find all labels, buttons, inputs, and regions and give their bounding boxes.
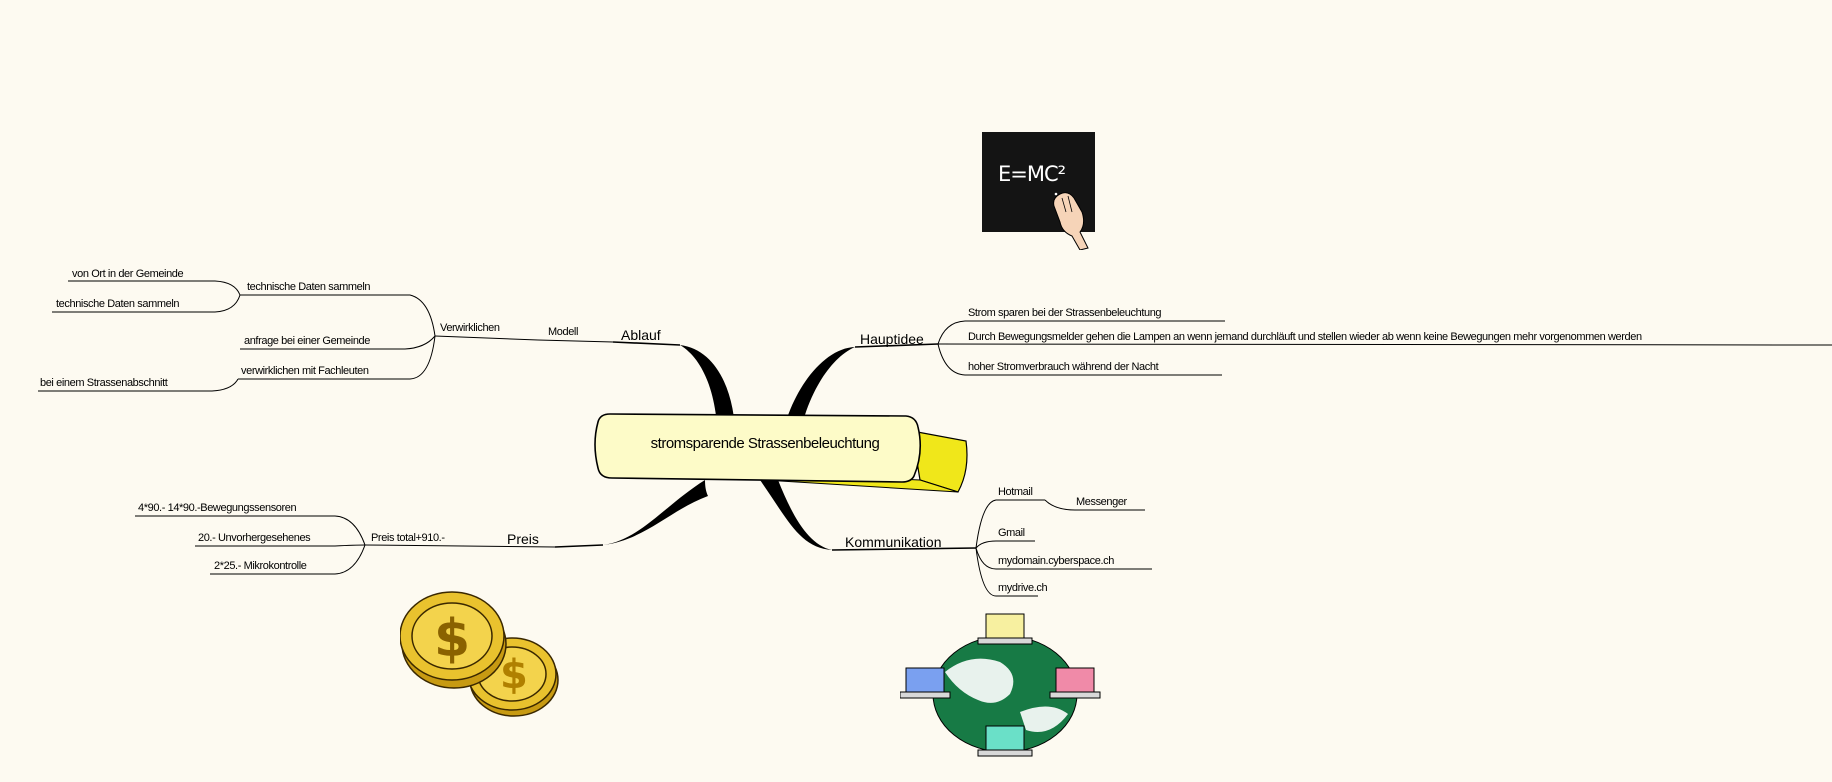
node-hotmail[interactable]: Hotmail	[998, 486, 1033, 498]
link-hauptidee-item2	[937, 343, 1832, 346]
link-total-item2	[195, 544, 366, 547]
node-technische-daten-2[interactable]: technische Daten sammeln	[56, 298, 180, 310]
node-von-ort[interactable]: von Ort in der Gemeinde	[72, 268, 184, 280]
branch-hauptidee-label[interactable]: Hauptidee	[860, 331, 924, 347]
node-hauptidee-item3[interactable]: hoher Stromverbrauch während der Nacht	[968, 361, 1159, 373]
node-preis-item1[interactable]: 4*90.- 14*90.-Bewegungssensoren	[138, 502, 297, 514]
link-verwirklichen-anfrage	[240, 335, 436, 350]
node-preis-item2[interactable]: 20.- Unvorhergesehenes	[198, 532, 311, 544]
node-anfrage[interactable]: anfrage bei einer Gemeinde	[244, 335, 370, 347]
node-verwirklichen[interactable]: Verwirklichen	[440, 322, 500, 334]
branch-kommunikation-label[interactable]: Kommunikation	[845, 534, 942, 550]
branch-kommunikation	[760, 480, 832, 550]
underline-hauptidee	[854, 343, 939, 348]
node-bei-einem[interactable]: bei einem Strassenabschnitt	[40, 377, 168, 389]
globe-network-icon	[900, 613, 1101, 757]
node-modell[interactable]: Modell	[548, 326, 579, 338]
central-topic[interactable]: stromsparende Strassenbeleuchtung	[650, 435, 880, 452]
svg-text:$: $	[434, 609, 470, 669]
formula-text: E=MC²	[998, 162, 1066, 186]
node-preis-item3[interactable]: 2*25.- Mikrokontrolle	[214, 560, 307, 572]
link-technische-technische2	[52, 294, 241, 313]
link-kommunikation-hotmail	[975, 499, 1045, 549]
blackboard-formula-icon: E=MC²	[982, 132, 1097, 250]
link-technische-vonort	[68, 280, 241, 296]
branch-ablauf-label[interactable]: Ablauf	[621, 327, 661, 343]
hand-chalk-icon	[1053, 192, 1089, 250]
link-kommunikation-mydomain	[975, 547, 1152, 570]
link-verwirklichen-technische	[240, 294, 436, 337]
central-topic-shape	[594, 413, 968, 493]
link-kommunikation-mydrive	[975, 547, 1038, 597]
node-mydomain[interactable]: mydomain.cyberspace.ch	[998, 555, 1114, 567]
link-mit-bei	[38, 378, 239, 392]
node-hauptidee-item1[interactable]: Strom sparen bei der Strassenbeleuchtung	[968, 307, 1162, 319]
underline-ablauf	[612, 341, 681, 346]
branch-preis	[603, 480, 708, 545]
node-messenger[interactable]: Messenger	[1076, 496, 1127, 508]
node-technische-daten[interactable]: technische Daten sammeln	[247, 281, 371, 293]
link-verwirklichen-mit	[238, 335, 436, 380]
node-hauptidee-item2[interactable]: Durch Bewegungsmelder gehen die Lampen a…	[968, 331, 1642, 343]
link-kommunikation-gmail	[975, 540, 1035, 549]
underline-kommunikation	[831, 547, 977, 551]
svg-text:$: $	[500, 652, 528, 698]
link-ablauf-modell	[537, 339, 614, 343]
link-total-item3	[210, 544, 366, 575]
link-modell-verwirklichen	[434, 335, 539, 341]
dollar-coins-icon: $ $	[400, 591, 559, 717]
link-total-item1	[135, 515, 366, 546]
node-verwirklichen-mit[interactable]: verwirklichen mit Fachleuten	[241, 365, 369, 377]
link-preis-total	[364, 544, 556, 548]
node-gmail[interactable]: Gmail	[998, 527, 1025, 539]
underline-preis	[554, 544, 604, 548]
node-mydrive[interactable]: mydrive.ch	[998, 582, 1048, 594]
branch-preis-label[interactable]: Preis	[507, 531, 539, 547]
link-hauptidee-item1	[937, 320, 1225, 345]
link-hotmail-messenger	[1044, 499, 1145, 511]
node-preis-total[interactable]: Preis total+910.-	[371, 532, 445, 544]
link-hauptidee-item3	[937, 343, 1222, 376]
